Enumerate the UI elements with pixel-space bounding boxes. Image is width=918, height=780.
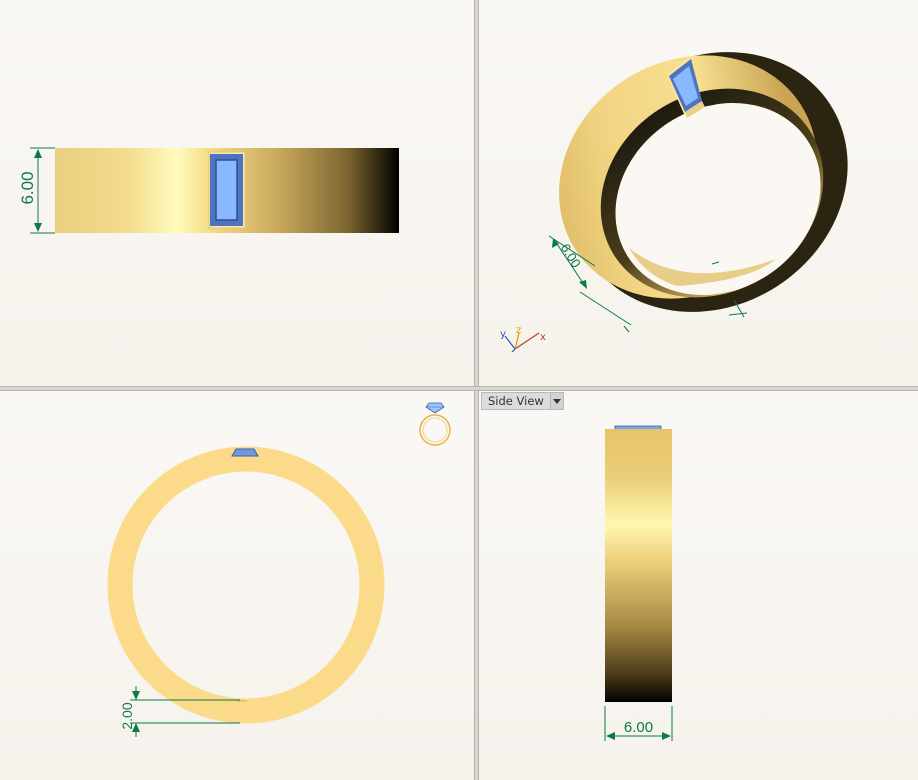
baguette-stone-perspective: [667, 57, 705, 118]
axis-label-x: x: [540, 332, 546, 343]
dimension-front: [30, 147, 55, 234]
viewport-top[interactable]: 2.00: [0, 391, 474, 780]
perspective-view-canvas: 6.00 y z x: [500, 52, 848, 353]
side-view-canvas: 6.00: [604, 425, 673, 741]
axis-label-z: z: [516, 325, 521, 336]
view-selector[interactable]: Side View: [481, 392, 564, 410]
viewport-front[interactable]: 6.00: [0, 0, 474, 386]
top-view-canvas: 2.00: [107, 402, 451, 737]
dimension-perspective: [548, 235, 748, 333]
front-view-canvas: 6.00: [18, 147, 399, 234]
view-selector-dropdown-button[interactable]: [549, 393, 563, 409]
dimension-label-top: 2.00: [119, 702, 135, 729]
dimension-label-front: 6.00: [18, 171, 37, 204]
ring-band-top: [107, 446, 385, 724]
dimension-side: [604, 706, 673, 741]
view-selector-label: Side View: [488, 394, 544, 408]
axis-label-y: y: [500, 329, 506, 340]
viewport-side[interactable]: 6.00 Side View: [479, 391, 918, 780]
axis-triad-icon: [504, 332, 540, 353]
dimension-top: [130, 686, 240, 737]
viewport-perspective[interactable]: 6.00 y z x: [479, 0, 918, 386]
viewport-splitter-horizontal[interactable]: [0, 386, 918, 391]
baguette-stone-top: [231, 448, 259, 457]
baguette-stone-table-front: [215, 159, 238, 221]
dimension-label-side: 6.00: [624, 719, 653, 736]
chevron-down-icon: [552, 398, 561, 404]
ring-band-side: [605, 429, 672, 702]
ring-perspective: [559, 52, 848, 312]
ring-with-diamond-icon[interactable]: [419, 402, 451, 446]
